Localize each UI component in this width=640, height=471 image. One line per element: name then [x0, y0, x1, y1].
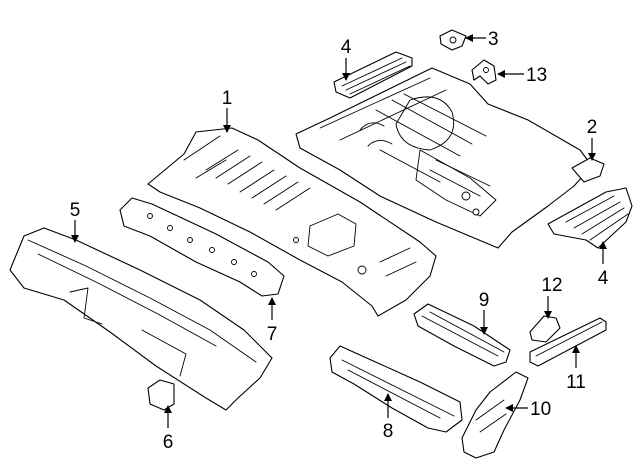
part-4-upper-reinforcement — [333, 51, 413, 99]
callout-10: 10 — [505, 399, 551, 420]
callout-11-label: 11 — [566, 372, 586, 393]
callout-3: 3 — [465, 29, 499, 50]
part-2-bracket — [571, 157, 605, 183]
part-12-bracket — [529, 315, 561, 343]
rear-floor-pan — [295, 67, 593, 249]
callout-12-label: 12 — [541, 275, 562, 296]
callout-13: 13 — [497, 65, 547, 86]
callout-7: 7 — [267, 297, 278, 345]
callout-10-label: 10 — [530, 399, 551, 420]
callout-4a-label: 4 — [341, 37, 352, 58]
part-13-bracket — [471, 59, 497, 85]
callout-7-label: 7 — [267, 324, 278, 345]
callout-6: 6 — [163, 405, 174, 453]
part-6-bracket — [147, 379, 175, 411]
callout-9: 9 — [479, 290, 490, 335]
part-1-center-floor — [147, 127, 437, 317]
part-4-lower-extension — [547, 187, 633, 249]
callout-9-label: 9 — [479, 290, 490, 311]
callout-12: 12 — [541, 275, 563, 319]
callout-13-label: 13 — [526, 65, 547, 86]
callout-4b-label: 4 — [598, 268, 609, 289]
part-11-bar — [529, 317, 607, 367]
callout-11: 11 — [566, 345, 586, 393]
callout-8-label: 8 — [383, 421, 394, 442]
part-10-bracket — [461, 371, 529, 459]
callout-1-label: 1 — [222, 88, 233, 109]
callout-2-label: 2 — [587, 117, 598, 138]
callout-5-label: 5 — [70, 200, 81, 221]
callout-2: 2 — [587, 117, 598, 161]
callout-5: 5 — [70, 200, 81, 243]
part-7-crossmember — [119, 197, 285, 297]
part-8-rail — [329, 345, 463, 433]
callout-8: 8 — [383, 393, 394, 442]
callout-6-label: 6 — [163, 432, 174, 453]
part-5-side-rail — [9, 227, 273, 411]
callout-4a: 4 — [341, 37, 352, 81]
part-9-crossmember — [413, 303, 511, 367]
callout-3-label: 3 — [488, 29, 499, 50]
part-3-bracket — [439, 29, 467, 51]
callout-1: 1 — [222, 88, 233, 133]
callout-4b: 4 — [598, 241, 609, 289]
